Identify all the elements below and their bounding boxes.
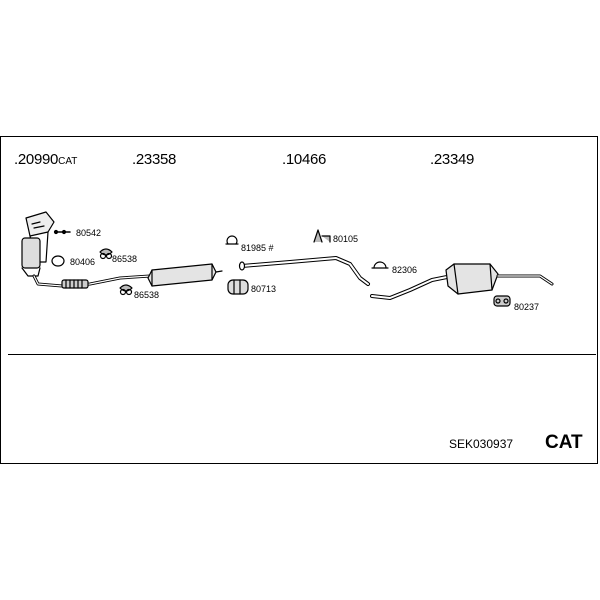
clamp-81985-icon (225, 235, 239, 245)
hanger-80237-icon (493, 295, 511, 307)
kit-code: SEK030937 (449, 437, 514, 451)
front-pipe (32, 274, 152, 289)
hanger-80105-icon (313, 229, 331, 243)
part-label-80406: 80406 (70, 257, 96, 267)
part-number-catalyst: .20990CAT (14, 151, 78, 168)
catalyst-badge: CAT (545, 432, 583, 453)
part-label-80713: 80713 (251, 284, 277, 294)
part-label-82306: 82306 (392, 265, 418, 275)
part-label-81985: 81985 # (241, 243, 274, 253)
rear-silencer (370, 263, 554, 300)
rubber-mount-86538-icon (99, 248, 113, 260)
section-divider (8, 354, 596, 355)
part-number-rear-silencer: .23349 (430, 151, 475, 168)
part-label-80237: 80237 (514, 302, 540, 312)
bolts-80542-icon (53, 229, 71, 235)
catalyst-manifold (21, 211, 55, 277)
diagram-frame (0, 136, 598, 464)
part-label-86538: 86538 (112, 254, 138, 264)
clamp-82306-icon (371, 261, 389, 269)
middle-pipe (238, 256, 370, 286)
gasket-80406-icon (51, 255, 65, 267)
part-label-86538-second: 86538 (134, 290, 160, 300)
middle-silencer (147, 263, 223, 287)
part-number-suffix: CAT (58, 156, 78, 167)
part-label-80542: 80542 (76, 228, 102, 238)
part-number-front-pipe: .23358 (132, 151, 177, 168)
part-number-middle-pipe: .10466 (282, 151, 327, 168)
clamp-80713-icon (227, 279, 249, 295)
rubber-mount-86538b-icon (119, 284, 133, 296)
part-label-80105: 80105 (333, 234, 359, 244)
